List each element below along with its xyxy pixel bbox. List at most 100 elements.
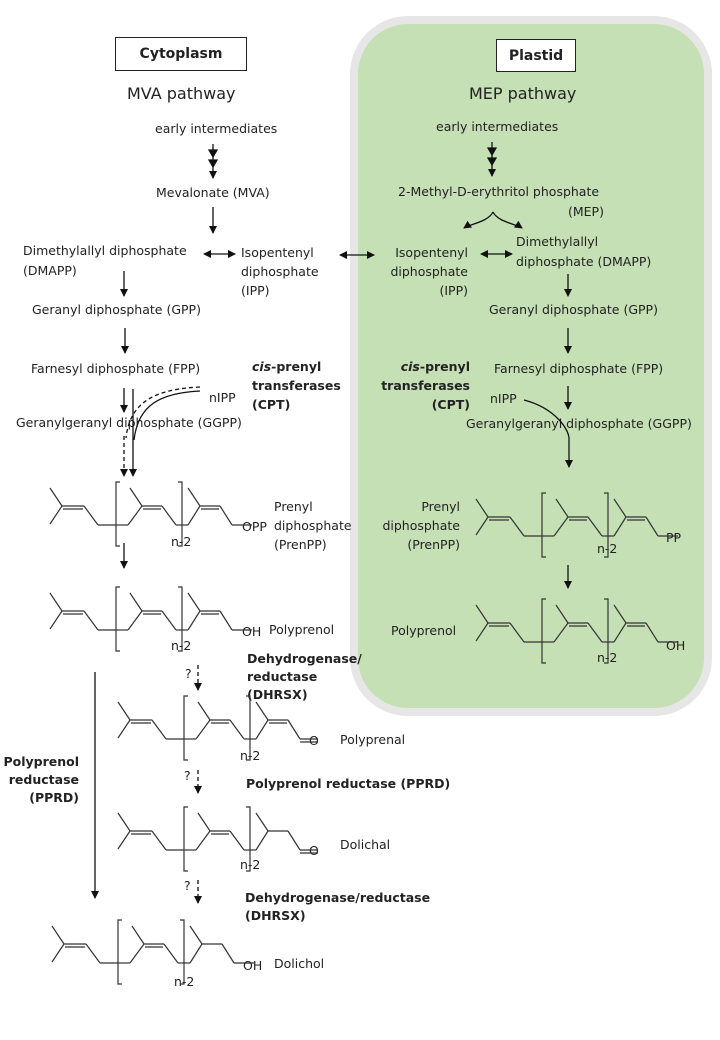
plastid-prenpp-structure-bond [613,516,627,537]
dolichal-structure-bond [117,812,131,832]
polyprenal-structure-bracket-right [246,695,251,761]
dolichal-structure-bond [255,830,269,851]
cyto-polyprenol-structure-bracket-left [115,586,120,652]
mep-nipp-curve [523,399,570,441]
mva-gpp: Geranyl diphosphate (GPP) [32,302,201,317]
plastid-polyprenol-repeat: n-2 [597,650,618,665]
cyto-prenpp-line1: Prenyl [274,499,313,514]
cpt-text: -prenyl [419,359,470,374]
dolichal-structure-bracket-right [246,806,251,872]
plastid-prenpp-structure-bond [645,516,659,537]
mva-ipp-line1: Isopentenyl [241,245,314,260]
cyto-polyprenol-structure-bond [49,592,63,612]
dhrsx-b-line1: Dehydrogenase/reductase [245,890,431,905]
mep-mep-line1: 2-Methyl-D-erythritol phosphate [398,184,600,199]
cyto-polyprenol-structure-bond [83,610,99,631]
plastid-prenpp-structure-bond [475,516,489,536]
cyto-prenpp-repeat: n-2 [171,534,192,549]
cyto-polyprenol-structure-bracket-right [178,586,183,652]
cyto-prenpp-structure-bond [129,487,143,507]
mep-cpt-line1: cis-prenyl [380,357,470,377]
plastid-prenpp-line3: (PrenPP) [407,537,460,552]
dolichol-end-group: OH [243,958,263,973]
cyto-polyprenol-label: Polyprenol [269,622,335,637]
plastid-polyprenol-structure-bond [553,622,569,643]
mep-cpt-line2: transferases [381,378,470,393]
mva-ipp-line3: (IPP) [241,283,270,298]
polyprenal-end-group: O [309,733,319,748]
nipp-curve-solid [133,390,201,441]
cyto-prenpp-structure-bond [219,505,233,526]
cpt-italic: cis [400,359,420,374]
cyto-prenpp-structure-bracket-right [178,481,183,547]
polyprenal-structure-bond [197,701,211,721]
mva-cpt-line3: (CPT) [252,397,291,412]
mep-ipp-line1: Isopentenyl [395,245,468,260]
plastid-polyprenol-structure-bond [613,604,627,624]
dolichol-structure-bond [85,943,101,964]
unknown-step-mark-1: ? [185,666,192,681]
cyto-prenpp-line2: diphosphate [274,518,352,533]
mva-cpt-line2: transferases [252,378,341,393]
dhrsx-a-line3: (DHRSX) [247,687,308,702]
cyto-polyprenol-structure-bond [129,592,143,612]
dolichal-structure-bond [255,812,269,832]
dolichal-structure-bond [197,812,211,832]
cytoplasm-title: Cytoplasm [139,46,223,62]
plastid-polyprenol-structure-bond [475,622,489,642]
mva-ipp-line2: diphosphate [241,264,319,279]
cyto-polyprenol-structure-bond [187,610,201,631]
cyto-polyprenol-structure-bond [187,592,201,612]
cyto-prenpp-end-group: OPP [242,519,267,534]
polyprenal-structure-bracket-left [183,695,188,761]
dolichal-structure-bond [151,830,167,851]
cyto-polyprenol-structure-bond [49,610,63,630]
mep-split-arrow-ipp [463,211,494,229]
polyprenal-structure-bond [151,719,167,740]
dolichol-structure-bond [51,943,65,963]
mep-gpp: Geranyl diphosphate (GPP) [489,302,658,317]
dolichol-structure-bracket-right [180,919,185,985]
plastid-compartment [358,24,704,708]
dolichol-label: Dolichol [274,956,325,971]
plastid-title-box: Plastid [496,39,576,72]
cyto-prenpp-structure-bond [187,487,201,507]
dolichol-structure-bond [131,925,145,945]
mva-nipp: nIPP [209,390,236,405]
cyto-prenpp-structure-bond [187,505,201,526]
pprd-side-line1: Polyprenol [3,754,79,769]
polyprenal-structure-bond [229,719,245,740]
polyprenal-structure-bond [255,719,269,740]
dolichol-structure-bond [189,943,203,964]
nipp-curve-dashed [125,386,201,439]
dolichal-structure-bond [195,830,211,851]
mep-multistep-arrow [486,142,498,177]
plastid-prenpp-structure-bond [509,516,525,537]
cyto-polyprenol-structure-bond [161,610,177,631]
mep-mep-line2: (MEP) [568,204,604,219]
plastid-polyprenol-structure-bracket-left [541,598,546,664]
cyto-prenpp-structure-bond [161,505,177,526]
dolichol-structure-bond [163,943,179,964]
mva-early-intermediates: early intermediates [155,121,278,136]
dolichal-structure-bond [287,830,301,851]
dhrsx-b-line2: (DHRSX) [245,908,306,923]
plastid-polyprenol-structure-bond [509,622,525,643]
plastid-polyprenol-structure-bond [645,622,659,643]
unknown-step-mark-3: ? [184,878,191,893]
mva-pathway-label: MVA pathway [127,84,236,103]
dolichal-structure-bond [117,830,131,850]
mep-ipp-line2: diphosphate [390,264,468,279]
mep-early-intermediates: early intermediates [436,119,559,134]
mep-nipp: nIPP [490,391,517,406]
plastid-polyprenol-structure-bond [475,604,489,624]
plastid-prenpp-repeat: n-2 [597,541,618,556]
mep-ggpp: Geranylgeranyl diphosphate (GGPP) [466,416,692,431]
dolichol-structure-bond [51,925,65,945]
dhrsx-a-line2: reductase [247,669,318,684]
polyprenal-label: Polyprenal [340,732,406,747]
dolichol-structure-bracket-left [117,919,122,985]
plastid-prenpp-structure-bracket-right [604,492,609,558]
polyprenal-structure-bond [117,719,131,739]
